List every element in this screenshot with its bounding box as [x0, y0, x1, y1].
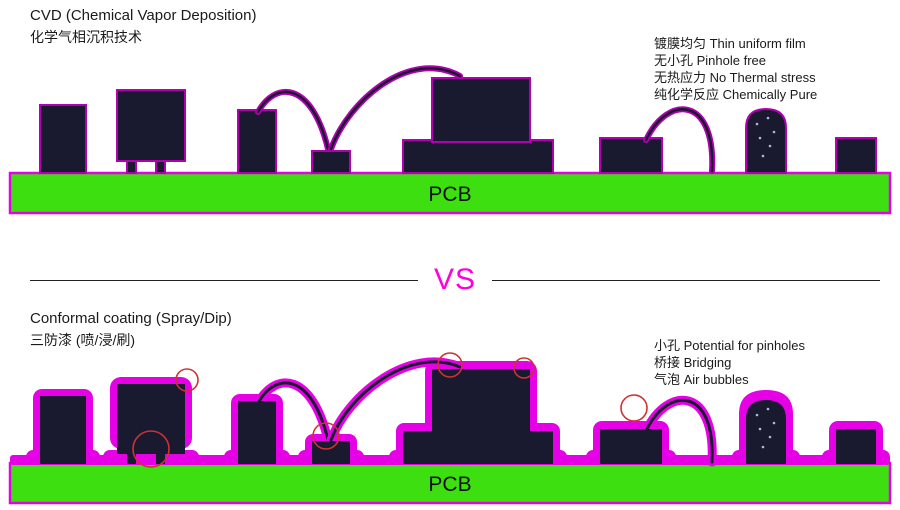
cvd-feature: 纯化学反应 Chemically Pure [654, 87, 818, 102]
cvd-title: CVD (Chemical Vapor Deposition) [30, 7, 257, 24]
coating-subtitle: 三防漆 (喷/浸/刷) [30, 332, 135, 348]
coating-bond-wires [253, 357, 717, 467]
coated-bond-wire-core [256, 381, 330, 442]
cvd-feature-list: 镀膜均匀 Thin uniform film 无小孔 Pinhole free … [654, 35, 817, 103]
cvd-component-8 [835, 137, 877, 174]
divider-line-left [30, 279, 418, 281]
defect-circle-pinhole [437, 352, 463, 378]
cvd-component-2-leg [126, 160, 137, 174]
cvd-bond-wires [255, 65, 716, 174]
cvd-feature: 镀膜均匀 Thin uniform film [654, 36, 806, 51]
vs-divider: VS [30, 262, 880, 298]
cvd-subtitle: 化学气相沉积技术 [30, 29, 142, 45]
cvd-pcb-board [8, 171, 892, 215]
cvd-component-7-dome [745, 107, 787, 174]
coating-issue: 小孔 Potential for pinholes [654, 338, 806, 353]
coating-component-2-leg [127, 452, 136, 464]
divider-line-right [492, 279, 880, 281]
coating-pcb-label: PCB [428, 473, 471, 496]
coated-bond-wire-core [329, 360, 462, 442]
defect-circle-pinhole [175, 368, 199, 392]
defect-markers [132, 352, 648, 468]
cvd-component-5-flange [402, 139, 554, 174]
bond-wire-core [256, 90, 330, 151]
coating-component-2-leg [156, 452, 165, 464]
cvd-board-diagram: PCB [8, 65, 892, 215]
cvd-feature: 无小孔 Pinhole free [654, 53, 766, 68]
coating-issue: 桥接 Bridging [654, 355, 732, 370]
cvd-pcb-label: PCB [428, 183, 471, 206]
cvd-component-4 [311, 150, 351, 174]
coating-component-2 [117, 384, 185, 454]
cvd-component-6 [599, 137, 663, 174]
cvd-component-5-body [431, 77, 531, 143]
coating-title: Conformal coating (Spray/Dip) [30, 310, 232, 327]
coating-component-6 [600, 429, 662, 464]
coating-component-5-body [432, 369, 530, 431]
defect-circle-bridging [132, 430, 170, 468]
cvd-component-2 [116, 89, 186, 162]
cvd-components [39, 77, 877, 174]
defect-circle-bubble [312, 422, 340, 450]
coating-component-5-flange [403, 431, 553, 464]
coating-component-1 [40, 396, 86, 464]
cvd-component-3 [237, 109, 277, 174]
coating-component-4 [312, 441, 350, 464]
coating-component-3 [238, 401, 276, 464]
coating-component-7-dome [746, 400, 786, 464]
defect-circle-bubble [620, 394, 648, 422]
coating-board-diagram: PCB [8, 352, 892, 505]
coating-components [40, 369, 876, 464]
cvd-component-2-leg [155, 160, 166, 174]
coating-issue: 气泡 Air bubbles [654, 372, 749, 387]
bond-wire-core [644, 108, 714, 173]
dome-speckles [755, 407, 776, 449]
defect-circle-pinhole [513, 357, 535, 379]
coated-bond-wire-core [644, 398, 714, 464]
dome-speckles [755, 116, 776, 158]
coating-pcb-board [8, 461, 892, 505]
vs-label: VS [433, 263, 477, 296]
cvd-component-1 [39, 104, 87, 174]
bond-wire-core [329, 67, 462, 151]
coating-issue-list: 小孔 Potential for pinholes 桥接 Bridging 气泡… [654, 337, 805, 388]
cvd-feature: 无热应力 No Thermal stress [654, 70, 816, 85]
coating-component-8 [836, 429, 876, 464]
